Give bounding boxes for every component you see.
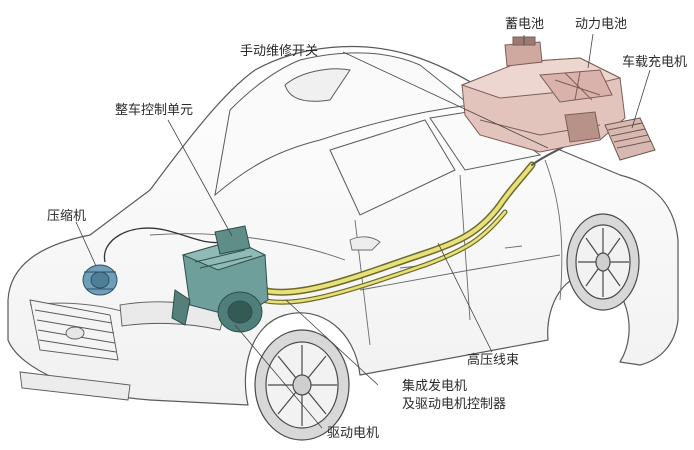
front-wheel bbox=[254, 329, 350, 441]
label-compressor: 压缩机 bbox=[47, 209, 87, 224]
label-integrated-generator: 集成发电机 bbox=[402, 379, 468, 394]
rear-wheel bbox=[566, 213, 640, 311]
motor-unit-shape bbox=[171, 225, 269, 333]
compressor-shape bbox=[82, 264, 118, 296]
leader-lines bbox=[75, 33, 651, 429]
label-onboard-charger: 车载充电机 bbox=[622, 55, 688, 70]
label-hv-harness: 高压线束 bbox=[467, 353, 520, 368]
car-windows bbox=[214, 52, 542, 216]
label-power-battery: 动力电池 bbox=[575, 17, 628, 32]
hv-harness bbox=[258, 139, 576, 305]
label-12v-battery: 蓄电池 bbox=[505, 17, 545, 32]
label-vehicle-control-unit: 整车控制单元 bbox=[115, 103, 194, 118]
compressor-wire bbox=[103, 227, 223, 263]
power-battery-shape bbox=[460, 36, 626, 153]
label-drive-motor: 驱动电机 bbox=[327, 426, 380, 441]
onboard-charger-shape bbox=[604, 117, 656, 161]
label-manual-service-switch: 手动维修开关 bbox=[240, 44, 319, 59]
label-motor-controller: 及驱动电机控制器 bbox=[402, 397, 507, 412]
